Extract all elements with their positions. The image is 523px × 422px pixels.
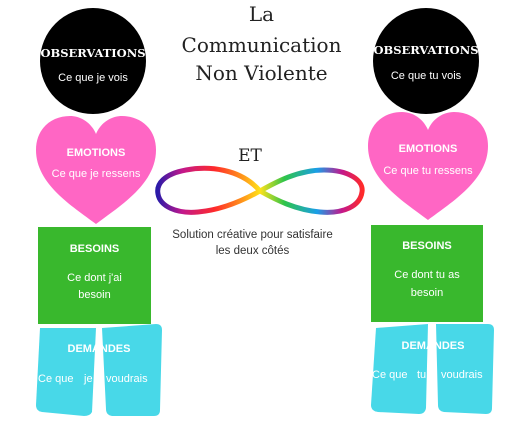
solution-text: Solution créative pour satisfaire les de… — [172, 229, 333, 257]
left-observations-title: OBSERVATIONS — [40, 46, 146, 60]
right-emotions-heart — [368, 112, 488, 220]
right-emotions-subtitle: Ce que tu ressens — [383, 165, 473, 177]
right-demandes-sub-a: Ce que — [372, 369, 408, 381]
right-demandes-feet — [371, 324, 494, 414]
left-besoins-subtitle-1: Ce dont j'ai — [67, 272, 122, 284]
title-line-2: Communication — [181, 33, 342, 57]
et-label: ET — [238, 146, 262, 166]
title-line-3: Non Violente — [195, 61, 328, 85]
left-demandes-feet — [36, 324, 162, 416]
left-besoins-square — [38, 227, 151, 324]
right-emotions-title: EMOTIONS — [398, 143, 458, 155]
left-observations-subtitle: Ce que je vois — [58, 72, 128, 84]
right-besoins-subtitle-1: Ce dont tu as — [394, 269, 460, 281]
left-besoins-subtitle-2: besoin — [78, 289, 111, 301]
left-emotions-subtitle: Ce que je ressens — [51, 168, 141, 180]
left-demandes-sub-b: je — [84, 373, 93, 385]
right-demandes-sub-b: tu — [417, 369, 427, 381]
right-observations-subtitle: Ce que tu vois — [390, 70, 462, 82]
left-demandes-sub-a: Ce que — [38, 373, 74, 385]
title-line-1: La — [248, 2, 275, 26]
left-observations-circle — [40, 8, 146, 114]
left-emotions-heart — [36, 116, 156, 224]
right-observations-title: OBSERVATIONS — [373, 43, 479, 57]
right-besoins-title: BESOINS — [402, 240, 452, 252]
right-demandes-sub-c: voudrais — [441, 369, 483, 381]
right-besoins-subtitle-2: besoin — [410, 287, 444, 299]
left-besoins-title: BESOINS — [69, 243, 120, 255]
right-demandes-title: DEMANDES — [401, 340, 465, 352]
left-emotions-title: EMOTIONS — [66, 147, 126, 159]
right-besoins-square — [371, 225, 483, 322]
infinity-rainbow-icon — [155, 165, 365, 215]
left-demandes-title: DEMANDES — [67, 343, 131, 355]
right-observations-circle — [373, 8, 479, 114]
left-demandes-sub-c: voudrais — [106, 373, 148, 385]
